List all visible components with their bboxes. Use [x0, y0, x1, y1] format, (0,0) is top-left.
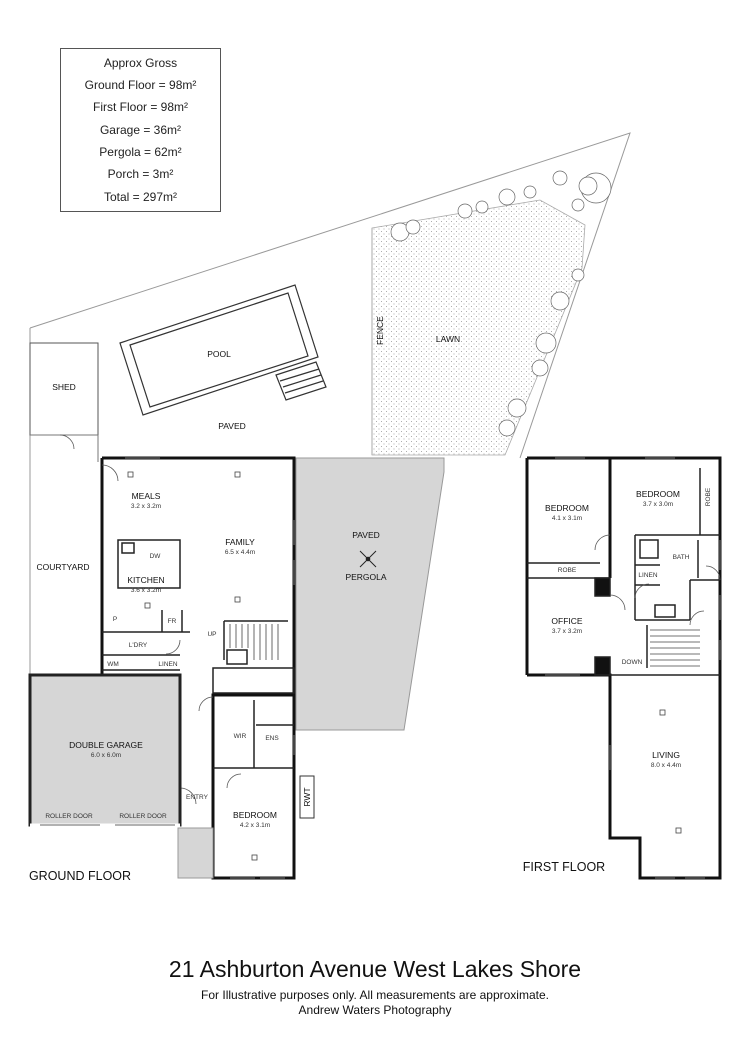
garage-dimension: 6.0 x 6.0m: [91, 752, 121, 759]
living-dimension: 8.0 x 4.4m: [651, 762, 681, 769]
ground-bedroom-label: BEDROOM: [233, 810, 277, 820]
robe2-label: ROBE: [705, 487, 712, 506]
area-summary-box: Approx Gross Ground Floor = 98m² First F…: [60, 48, 221, 212]
double-garage: [28, 673, 182, 827]
ground-stairs: [229, 624, 279, 660]
garage-label: DOUBLE GARAGE: [69, 740, 143, 750]
rainwater-tank: [299, 775, 315, 819]
bedroom2-label: BEDROOM: [636, 489, 680, 499]
area-porch: Porch = 3m²: [107, 167, 174, 181]
pergola-paved-label: PAVED: [352, 530, 380, 540]
dishwasher-label: DW: [150, 553, 162, 560]
shrub-cluster: [390, 170, 612, 437]
wir-label: WIR: [234, 733, 247, 740]
first-floor-interior: [527, 468, 720, 676]
pool: [119, 284, 327, 416]
pool-label: POOL: [207, 349, 231, 359]
ground-floor-title: GROUND FLOOR: [29, 869, 131, 883]
living-label: LIVING: [652, 750, 680, 760]
property-address: 21 Ashburton Avenue West Lakes Shore: [168, 956, 582, 982]
meals-label: MEALS: [132, 491, 161, 501]
office-label: OFFICE: [551, 616, 582, 626]
photographer-credit: Andrew Waters Photography: [298, 1003, 452, 1017]
porch: [177, 827, 214, 879]
courtyard-label: COURTYARD: [36, 562, 89, 572]
bath-label: BATH: [673, 554, 690, 561]
area-ground-floor: Ground Floor = 98m²: [84, 78, 197, 92]
first-stairs: [650, 629, 700, 667]
roller-door-left-label: ROLLER DOOR: [45, 813, 93, 820]
roller-door-right-label: ROLLER DOOR: [119, 813, 167, 820]
washing-machine-label: WM: [107, 661, 119, 668]
shed-label: SHED: [52, 382, 76, 392]
stairs-down-label: DOWN: [622, 659, 643, 666]
meals-dimension: 3.2 x 3.2m: [131, 503, 161, 510]
paved-label: PAVED: [218, 421, 246, 431]
first-windows: [545, 457, 721, 879]
fridge-label: FR: [168, 618, 177, 625]
pergola: [295, 457, 445, 731]
office-dimension: 3.7 x 3.2m: [552, 628, 582, 635]
stairs-up-label: UP: [207, 631, 216, 638]
bedroom2-dimension: 3.7 x 3.0m: [643, 501, 673, 508]
kitchen-label: KITCHEN: [127, 575, 164, 585]
door-swings: [59, 434, 242, 805]
ground-bedroom-dimension: 4.2 x 3.1m: [240, 822, 270, 829]
shed: [29, 342, 99, 436]
ground-windows: [125, 457, 295, 879]
pergola-label: PERGOLA: [345, 572, 386, 582]
area-pergola: Pergola = 62m²: [99, 145, 182, 159]
first-linen-label: LINEN: [638, 572, 657, 579]
entry-label: ENTRY: [186, 794, 209, 801]
ceiling-fan-icon: [359, 550, 377, 568]
family-dimension: 6.5 x 4.4m: [225, 549, 255, 556]
area-first-floor: First Floor = 98m²: [92, 100, 188, 114]
lawn-label: LAWN: [436, 334, 460, 344]
rwt-label: RWT: [302, 787, 312, 806]
first-door-swings: [594, 534, 721, 626]
area-heading: Approx Gross: [103, 56, 178, 70]
fence-label: FENCE: [375, 316, 385, 345]
first-floor-title: FIRST FLOOR: [523, 860, 605, 874]
kitchen-dimension: 3.6 x 3.2m: [131, 587, 161, 594]
bedroom1-dimension: 4.1 x 3.1m: [552, 515, 582, 522]
area-total: Total = 297m²: [103, 190, 178, 204]
ground-linen-label: LINEN: [158, 661, 177, 668]
robe1-label: ROBE: [558, 567, 577, 574]
bedroom1-label: BEDROOM: [545, 503, 589, 513]
disclaimer-text: For Illustrative purposes only. All meas…: [201, 988, 549, 1002]
first-light-fixtures: [659, 709, 682, 834]
ground-floor-interior: [102, 539, 295, 769]
pantry-label: P: [113, 616, 117, 623]
family-label: FAMILY: [225, 537, 255, 547]
ensuite-label: ENS: [265, 735, 279, 742]
light-fixture-icon: [127, 471, 258, 861]
area-garage: Garage = 36m²: [99, 123, 182, 137]
laundry-label: L'DRY: [129, 642, 148, 649]
